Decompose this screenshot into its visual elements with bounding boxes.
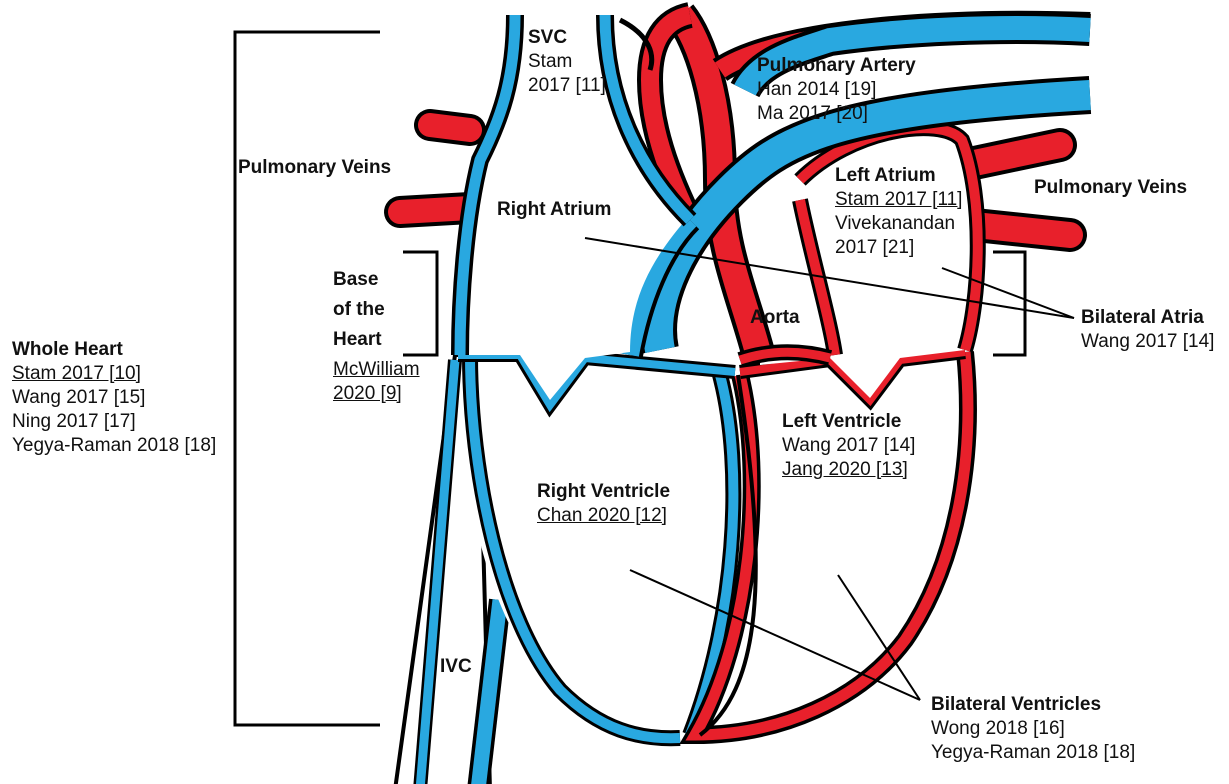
base-of-heart-refs: McWilliam 2020 [9] (333, 358, 420, 406)
whole-heart-ref: Yegya-Raman 2018 [18] (12, 434, 216, 458)
bilateral-ventricles-ref2: Yegya-Raman 2018 [18] (931, 741, 1135, 765)
whole-heart-label: Whole Heart Stam 2017 [10] Wang 2017 [15… (12, 338, 216, 458)
whole-heart-title: Whole Heart (12, 338, 216, 362)
base-line1: Base (333, 265, 385, 295)
right-atrium-label: Right Atrium (497, 198, 611, 222)
left-pulmonary-veins (400, 125, 470, 212)
bilateral-atria-bracket (993, 252, 1025, 355)
base-line3: Heart (333, 325, 385, 355)
svc-ref-line2: 2017 [11] (528, 74, 606, 98)
bilateral-ventricles-label: Bilateral Ventricles Wong 2018 [16] Yegy… (931, 693, 1135, 765)
base-of-heart-label: Base of the Heart (333, 265, 385, 355)
whole-heart-ref: Stam 2017 [10] (12, 362, 216, 386)
whole-heart-ref: Ning 2017 [17] (12, 410, 216, 434)
pulmonary-veins-right-label: Pulmonary Veins (1034, 176, 1187, 200)
svc-label: SVC Stam 2017 [11] (528, 26, 606, 98)
left-atrium-ref2b: 2017 [21] (835, 236, 962, 260)
left-atrium-ref2a: Vivekanandan (835, 212, 962, 236)
pulmonary-artery-ref1: Han 2014 [19] (757, 78, 916, 102)
svc-ref-line1: Stam (528, 50, 606, 74)
left-ventricle-label: Left Ventricle Wang 2017 [14] Jang 2020 … (782, 410, 915, 482)
pulmonary-artery-label: Pulmonary Artery Han 2014 [19] Ma 2017 [… (757, 54, 916, 126)
svc-title: SVC (528, 26, 606, 50)
base-ref1: McWilliam (333, 358, 420, 382)
whole-heart-ref: Wang 2017 [15] (12, 386, 216, 410)
left-ventricle-ref1: Wang 2017 [14] (782, 434, 915, 458)
left-ventricle-ref2: Jang 2020 [13] (782, 458, 915, 482)
left-atrium-label: Left Atrium Stam 2017 [11] Vivekanandan … (835, 164, 962, 260)
bilateral-ventricles-title: Bilateral Ventricles (931, 693, 1135, 717)
left-atrium-ref1: Stam 2017 [11] (835, 188, 962, 212)
base-ref2: 2020 [9] (333, 382, 420, 406)
aorta-label: Aorta (750, 306, 800, 330)
right-ventricle-ref: Chan 2020 [12] (537, 504, 670, 528)
ivc-label: IVC (440, 655, 472, 679)
bilateral-ventricles-ref1: Wong 2018 [16] (931, 717, 1135, 741)
right-ventricle-title: Right Ventricle (537, 480, 670, 504)
base-line2: of the (333, 295, 385, 325)
pulmonary-artery-title: Pulmonary Artery (757, 54, 916, 78)
base-heart-bracket (403, 252, 437, 355)
pulmonary-artery-ref2: Ma 2017 [20] (757, 102, 916, 126)
left-ventricle-title: Left Ventricle (782, 410, 915, 434)
bilateral-atria-title: Bilateral Atria (1081, 306, 1214, 330)
left-atrium-title: Left Atrium (835, 164, 962, 188)
pulmonary-veins-left-label: Pulmonary Veins (238, 156, 391, 180)
right-ventricle-label: Right Ventricle Chan 2020 [12] (537, 480, 670, 528)
bilateral-atria-ref: Wang 2017 [14] (1081, 330, 1214, 354)
bilateral-atria-label: Bilateral Atria Wang 2017 [14] (1081, 306, 1214, 354)
